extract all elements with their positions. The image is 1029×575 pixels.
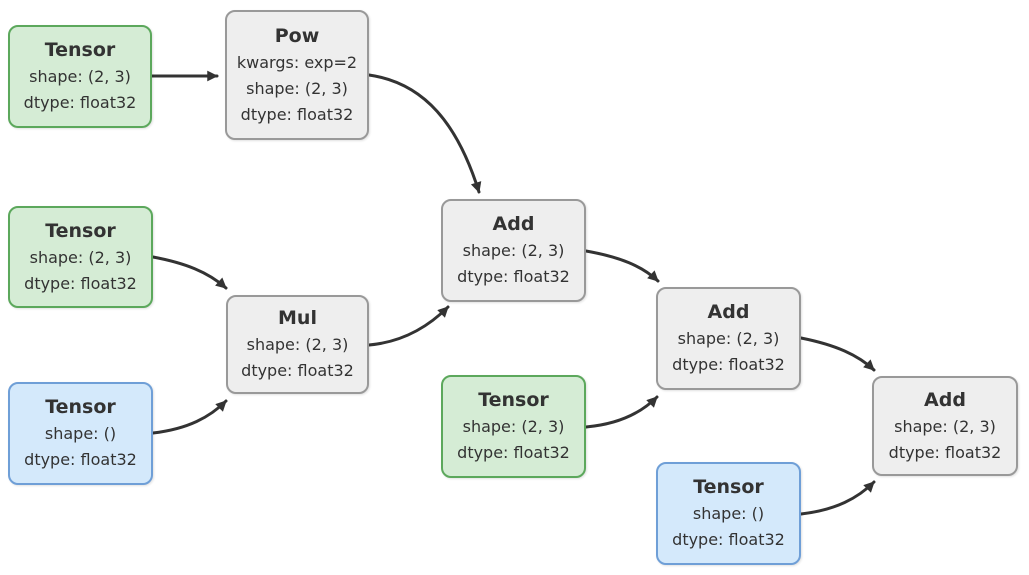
edge-tensor-5-to-add-3 (799, 480, 876, 516)
edge-tensor-2-to-mul-1 (151, 255, 228, 290)
edge-mul-1-to-add-1 (367, 305, 450, 347)
edge-tensor-3-to-mul-1 (151, 399, 228, 435)
edge-add-2-to-add-3 (799, 336, 876, 372)
edge-add-1-to-add-2 (584, 249, 660, 283)
edge-pow-1-to-add-1 (367, 73, 482, 194)
edge-tensor-4-to-add-2 (584, 395, 659, 429)
